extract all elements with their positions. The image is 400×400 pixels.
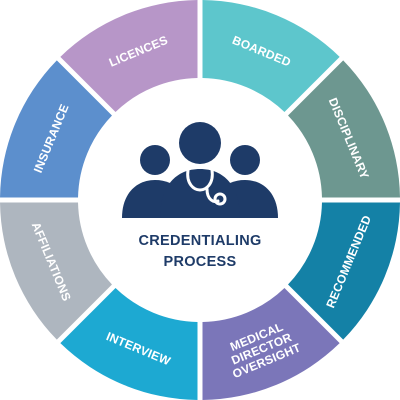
segment-shape bbox=[202, 0, 340, 112]
segment-shape bbox=[288, 202, 400, 340]
segment-licences: LICENCES bbox=[60, 0, 198, 112]
center-title-line-2: PROCESS bbox=[163, 254, 236, 270]
segment-insurance: INSURANCE bbox=[0, 60, 112, 198]
segment-shape bbox=[288, 60, 400, 198]
segment-shape bbox=[0, 60, 112, 198]
segment-medical-director-oversight: MEDICALDIRECTOROVERSIGHT bbox=[202, 288, 340, 400]
medical-team-icon bbox=[122, 122, 278, 218]
segment-shape bbox=[60, 0, 198, 112]
segment-affiliations: AFFILIATIONS bbox=[0, 202, 112, 340]
segment-boarded: BOARDED bbox=[202, 0, 340, 112]
segment-shape bbox=[60, 288, 198, 400]
segment-interview: INTERVIEW bbox=[60, 288, 198, 400]
center-title-line-1: CREDENTIALING bbox=[138, 233, 261, 249]
segment-shape bbox=[202, 288, 340, 400]
segment-recommended: RECOMMENDED bbox=[288, 202, 400, 340]
segment-shape bbox=[0, 202, 112, 340]
segment-disciplinary: DISCIPLINARY bbox=[288, 60, 400, 198]
